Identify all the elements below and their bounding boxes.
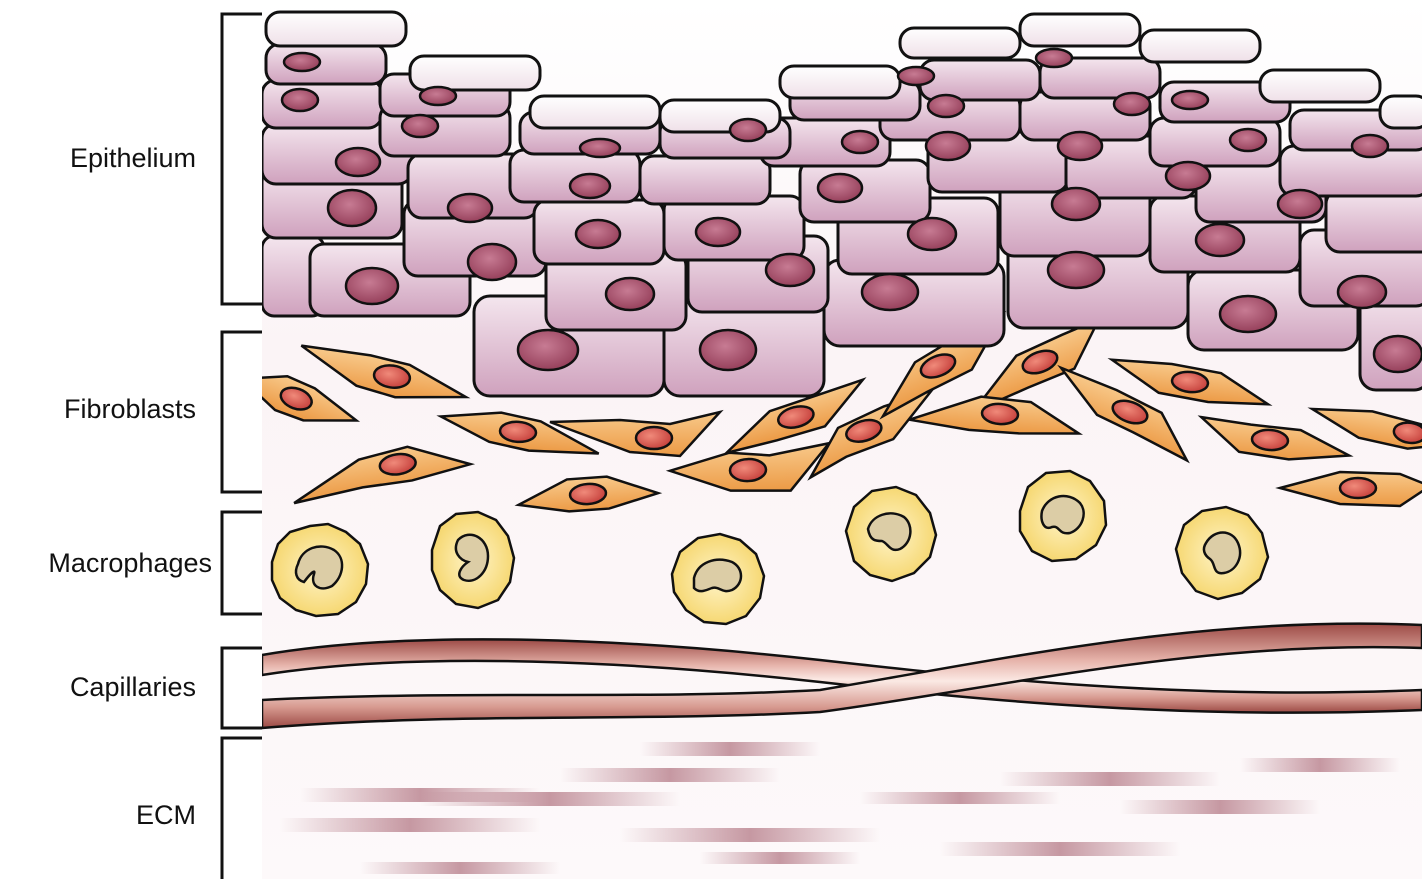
macrophage-cell [432,512,514,608]
macrophage-cell [272,524,368,616]
label-capillaries: Capillaries [70,672,196,702]
label-ecm: ECM [136,800,196,830]
label-fibroblasts: Fibroblasts [64,394,196,424]
label-epithelium: Epithelium [70,143,196,173]
label-macrophages: Macrophages [48,548,212,578]
macrophage-cell [672,534,764,624]
macrophage-cell [1020,471,1106,561]
